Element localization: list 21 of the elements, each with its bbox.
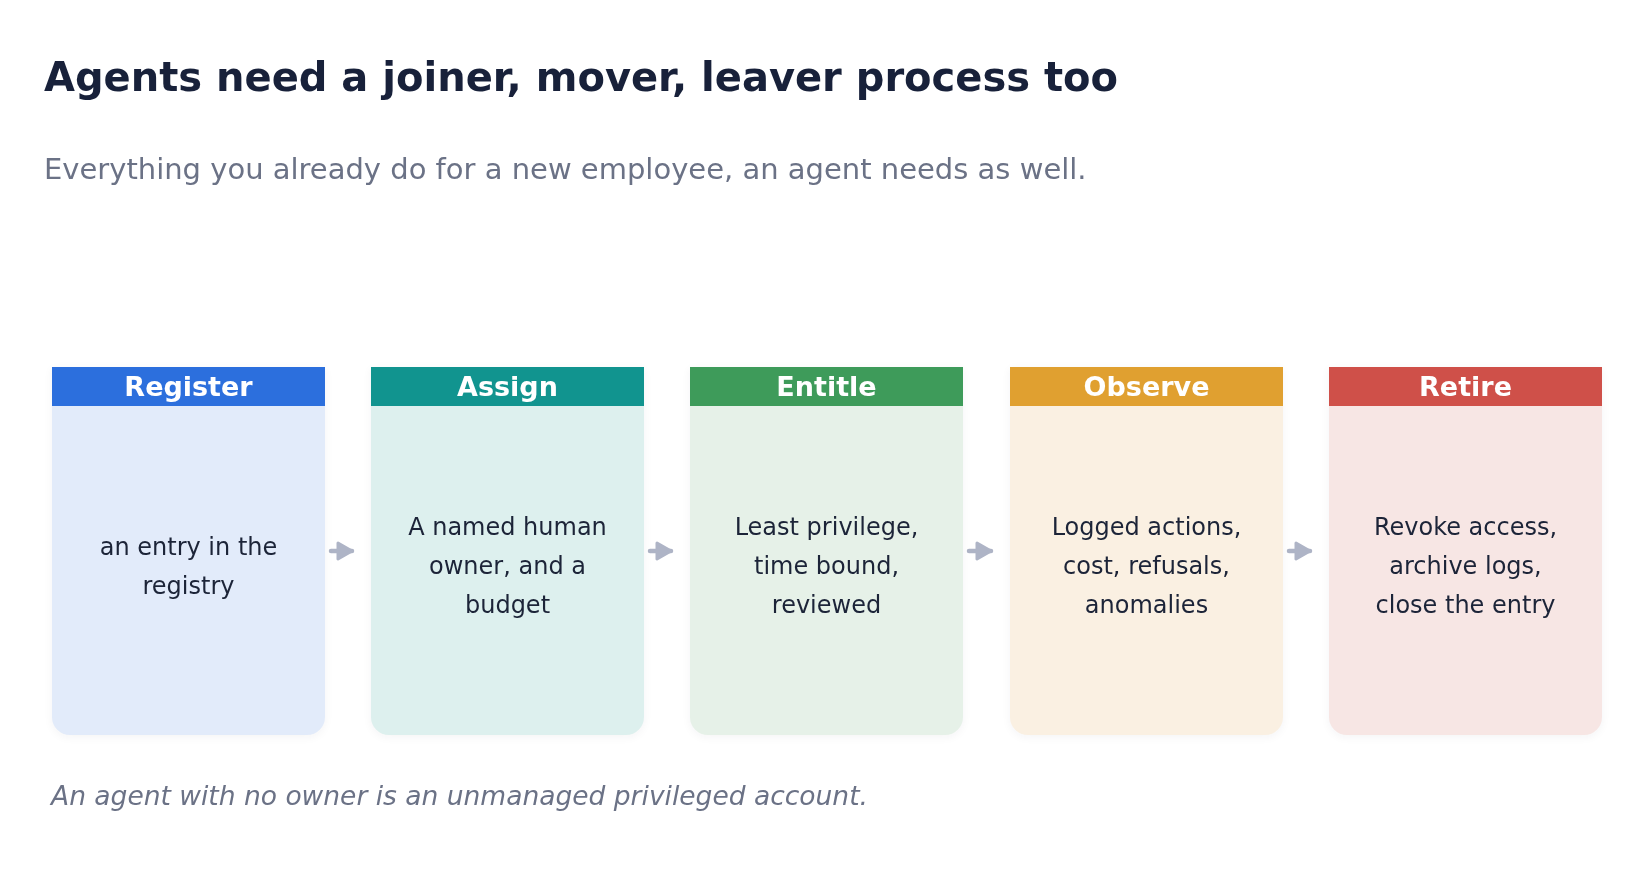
arrow bbox=[328, 541, 355, 561]
stage-header: Assign bbox=[371, 367, 644, 406]
stage-description: Logged actions, cost, refusals, anomalies bbox=[1050, 512, 1243, 621]
stage-card bbox=[1010, 367, 1283, 735]
arrow bbox=[966, 541, 994, 561]
stage-description: an entry in the registry bbox=[98, 531, 279, 602]
stage-description: A named human owner, and a budget bbox=[407, 512, 608, 621]
stage-header: Observe bbox=[1010, 367, 1283, 406]
stage-card bbox=[1329, 367, 1602, 735]
stage-header: Retire bbox=[1329, 367, 1602, 406]
arrow bbox=[647, 541, 674, 561]
stage-description: Revoke access, archive logs, close the entry bbox=[1372, 512, 1559, 621]
stage-description: Least privilege, time bound, reviewed bbox=[733, 512, 920, 621]
stage-card bbox=[52, 367, 325, 735]
stage-header: Register bbox=[52, 367, 325, 406]
caption: An agent with no owner is an unmanaged privileged account. bbox=[51, 783, 868, 810]
stage-header: Entitle bbox=[690, 367, 963, 406]
arrow bbox=[1286, 541, 1313, 561]
stage-card bbox=[690, 367, 963, 735]
subtitle: Everything you already do for a new employee, an agent needs as well. bbox=[44, 155, 1087, 184]
stage-card bbox=[371, 367, 644, 735]
